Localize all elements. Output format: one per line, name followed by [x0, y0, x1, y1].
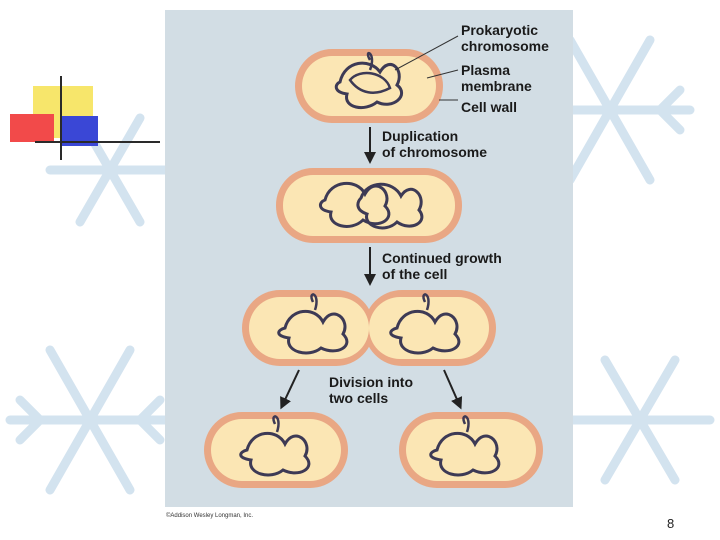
- copyright-text: ©Addison Wesley Longman, Inc.: [166, 513, 254, 519]
- decorative-squares: [10, 76, 160, 160]
- process-arrows: [280, 127, 463, 410]
- cell-duplicated: [276, 168, 462, 243]
- chromosome-icon: [319, 181, 424, 230]
- label-continued-growth: Continued growth of the cell: [382, 250, 502, 282]
- chromosome-icon: [277, 293, 349, 355]
- label-division: Division into two cells: [329, 374, 413, 406]
- label-plasma-membrane: Plasma membrane: [461, 62, 532, 94]
- chromosome-icon: [334, 51, 404, 110]
- chromosome-icon: [389, 293, 461, 355]
- label-duplication: Duplication of chromosome: [382, 128, 488, 160]
- label-prokaryotic-chromosome: Prokaryotic chromosome: [461, 22, 549, 54]
- cell-elongated: [242, 290, 496, 366]
- cell-initial: [295, 49, 443, 123]
- snowflake-icon: [565, 355, 715, 485]
- cell-daughter-left: [204, 412, 348, 488]
- chromosome-icon: [239, 415, 311, 477]
- binary-fission-diagram: [204, 35, 543, 488]
- label-leader-lines: [394, 35, 459, 101]
- page-number: 8: [667, 516, 675, 531]
- label-cell-wall: Cell wall: [461, 99, 518, 115]
- cell-daughter-right: [399, 412, 543, 488]
- arrow-down-left: [280, 369, 300, 410]
- snowflake-icon: [5, 345, 175, 495]
- chromosome-icon: [429, 415, 501, 477]
- arrow-down-right: [443, 369, 463, 410]
